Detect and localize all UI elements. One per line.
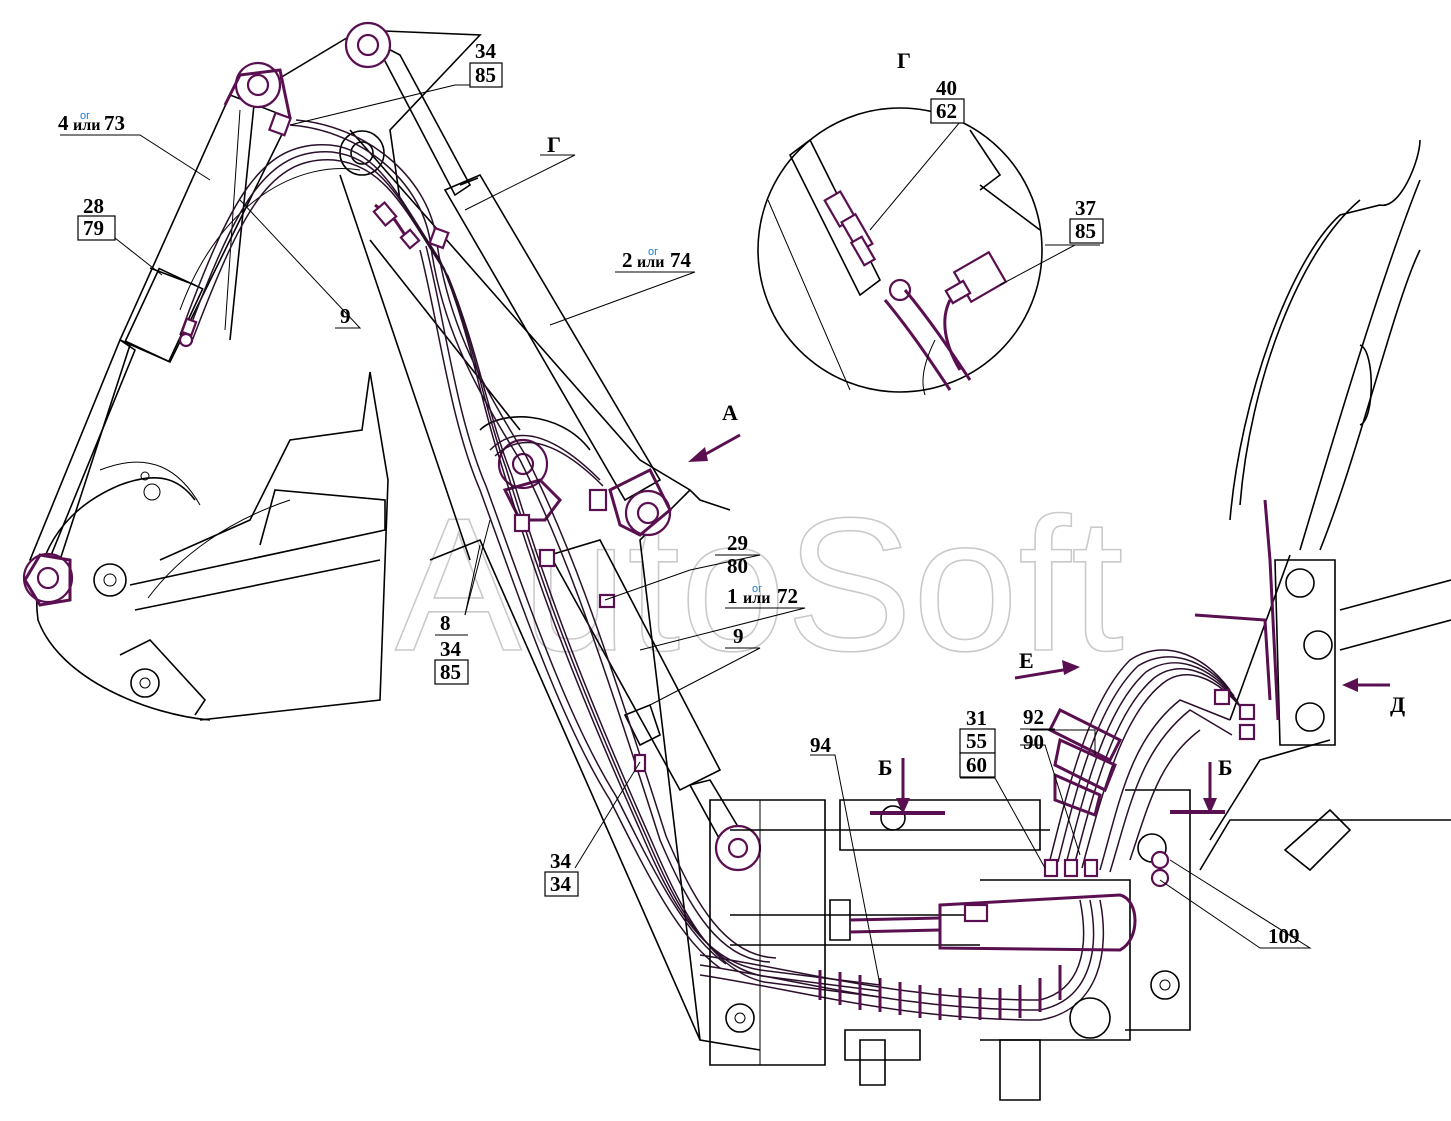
svg-text:ог: ог <box>752 583 762 595</box>
svg-text:79: 79 <box>83 216 104 240</box>
hose-bundle-lower <box>699 899 1105 1021</box>
svg-text:85: 85 <box>1075 219 1096 243</box>
arrow-head-b-right <box>1203 798 1217 814</box>
svg-text:34: 34 <box>440 637 462 661</box>
callout-109: 109 <box>1268 924 1300 948</box>
svg-text:60: 60 <box>966 753 987 777</box>
cylinder-4 <box>22 61 292 607</box>
svg-text:2: 2 <box>622 248 633 272</box>
callout-34-85-top: 34 85 <box>469 39 503 88</box>
svg-text:62: 62 <box>936 99 957 123</box>
callout-2-74: 2 ог или 74 <box>622 246 692 272</box>
svg-text:1: 1 <box>727 584 738 608</box>
hose-bundle-upper <box>178 111 881 998</box>
arrow-head-d <box>1342 678 1358 692</box>
arrow-head-a <box>688 447 708 462</box>
svg-text:ог: ог <box>80 110 90 122</box>
callout-8-34-85: 8 34 85 <box>434 611 469 685</box>
callout-28-79: 28 79 <box>77 194 116 241</box>
svg-text:85: 85 <box>440 660 461 684</box>
section-b-right-label: Б <box>1218 755 1233 780</box>
callout-94: 94 <box>810 733 832 757</box>
svg-text:34: 34 <box>550 872 572 896</box>
callout-92-90: 92 90 <box>1020 705 1055 754</box>
svg-text:37: 37 <box>1075 196 1096 220</box>
bucket <box>36 371 389 721</box>
svg-text:90: 90 <box>1023 730 1044 754</box>
callout-1-72: 1 ог или 72 <box>727 583 798 608</box>
svg-text:28: 28 <box>83 194 104 218</box>
svg-text:31: 31 <box>966 706 987 730</box>
view-arrow-d-label: Д <box>1390 692 1405 717</box>
callout-34-34: 34 34 <box>544 849 579 897</box>
cylinder-2 <box>344 21 672 537</box>
svg-text:34: 34 <box>475 39 497 63</box>
callout-29-80: 29 80 <box>715 531 760 578</box>
detail-view-g <box>757 107 1043 396</box>
svg-text:40: 40 <box>936 76 957 100</box>
svg-text:4: 4 <box>58 111 69 135</box>
svg-text:или: или <box>743 590 770 607</box>
callout-40-62: 40 62 <box>930 76 965 124</box>
svg-text:85: 85 <box>475 63 496 87</box>
callout-4-73: 4 ог или 73 <box>58 110 125 135</box>
cab-structure <box>1199 139 1451 872</box>
svg-text:или: или <box>73 117 100 134</box>
callout-31-55-60: 31 55 60 <box>959 706 996 778</box>
svg-text:74: 74 <box>670 248 692 272</box>
callout-37-85: 37 85 <box>1069 196 1104 244</box>
callout-9-left: 9 <box>340 304 351 328</box>
mount-bracket <box>709 789 1191 1101</box>
hose-spiral-guard <box>818 965 1062 1020</box>
svg-text:55: 55 <box>966 729 987 753</box>
arrow-head-e <box>1062 660 1080 675</box>
section-b-left-label: Б <box>878 755 893 780</box>
view-arrow-e-label: Е <box>1019 648 1034 673</box>
svg-text:34: 34 <box>550 849 572 873</box>
svg-text:92: 92 <box>1023 705 1044 729</box>
svg-text:73: 73 <box>104 111 125 135</box>
view-arrows <box>688 433 1390 815</box>
svg-text:или: или <box>637 254 664 271</box>
cylinder-1 <box>497 438 762 872</box>
view-arrow-a-label: А <box>722 400 738 425</box>
arrow-head-b-left <box>896 798 910 814</box>
svg-text:72: 72 <box>777 584 798 608</box>
hose-bundle-right <box>1043 613 1272 888</box>
svg-text:8: 8 <box>440 611 451 635</box>
svg-text:80: 80 <box>727 554 748 578</box>
callout-9-right: 9 <box>733 624 744 648</box>
svg-text:ог: ог <box>648 246 658 258</box>
svg-text:29: 29 <box>727 531 748 555</box>
view-g-label: Г <box>547 132 561 157</box>
slewing-cylinder <box>849 893 1137 952</box>
detail-title: Г <box>897 48 911 73</box>
